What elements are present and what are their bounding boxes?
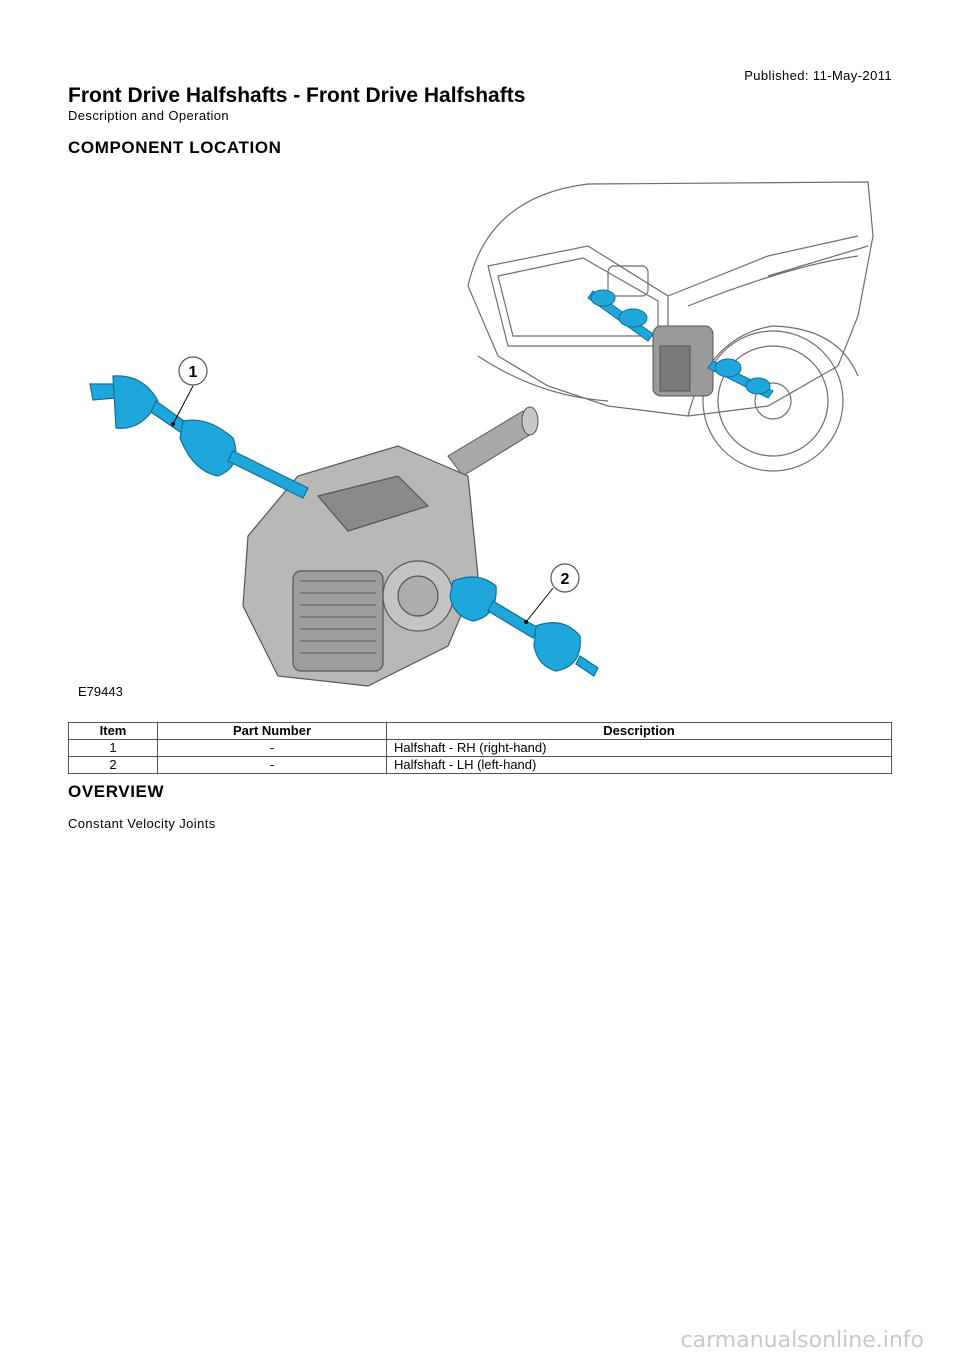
page-title: Front Drive Halfshafts - Front Drive Hal… — [68, 84, 526, 107]
vehicle-halfshafts — [587, 289, 774, 399]
parts-table: Item Part Number Description 1 - Halfsha… — [68, 722, 892, 774]
transmission-unit — [242, 445, 479, 687]
figure-id: E79443 — [78, 684, 123, 699]
table-row: 1 - Halfshaft - RH (right-hand) — [68, 739, 892, 757]
halfshaft-lh — [449, 576, 599, 677]
vehicle-transmission — [652, 325, 714, 397]
component-location-figure: 1 2 E79443 — [68, 176, 892, 706]
table-header-row: Item Part Number Description — [68, 722, 892, 740]
callout-2: 2 — [524, 563, 580, 624]
page-subtitle: Description and Operation — [68, 108, 230, 123]
section-heading-overview: OVERVIEW — [68, 782, 165, 801]
halfshaft-rh — [89, 375, 309, 499]
cell-description: Halfshaft - RH (right-hand) — [386, 739, 892, 757]
column-header-item: Item — [68, 722, 158, 740]
overview-text: Constant Velocity Joints — [68, 816, 216, 831]
cell-part-number: - — [157, 739, 387, 757]
cell-description: Halfshaft - LH (left-hand) — [386, 756, 892, 774]
callout-2-label: 2 — [561, 571, 570, 588]
watermark: carmanualsonline.info — [680, 1328, 924, 1353]
propshaft — [447, 406, 539, 477]
callout-1-label: 1 — [189, 364, 198, 381]
cell-item: 2 — [68, 756, 158, 774]
cell-item: 1 — [68, 739, 158, 757]
section-heading-component-location: COMPONENT LOCATION — [68, 138, 282, 157]
published-date: Published: 11-May-2011 — [744, 68, 892, 83]
column-header-part-number: Part Number — [157, 722, 387, 740]
callout-1: 1 — [171, 356, 208, 426]
halfshaft-illustration: 1 2 E79443 — [78, 181, 874, 699]
column-header-description: Description — [386, 722, 892, 740]
cell-part-number: - — [157, 756, 387, 774]
table-row: 2 - Halfshaft - LH (left-hand) — [68, 756, 892, 774]
